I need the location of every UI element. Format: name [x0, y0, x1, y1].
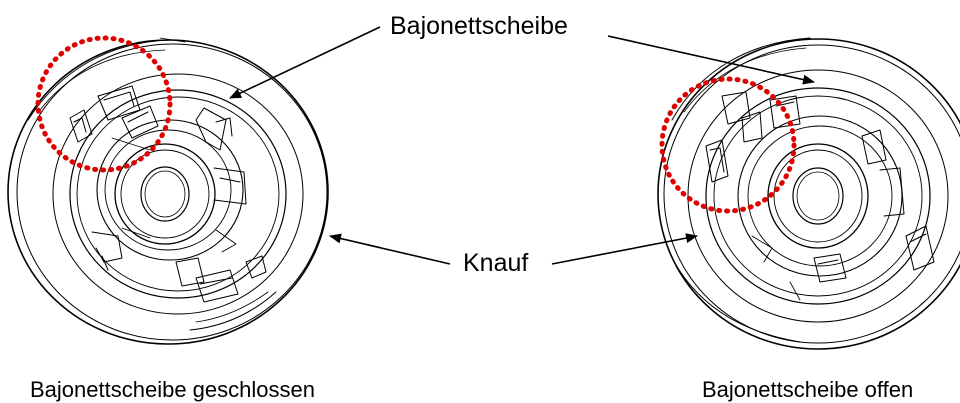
knob-label: Knauf [461, 249, 531, 277]
right-knob [657, 37, 960, 350]
knob-arrow-right [551, 233, 698, 265]
caption-closed: Bajonettscheibe geschlossen [30, 377, 315, 402]
disc-arrow-right [607, 35, 815, 85]
left-bayonet-tabs [69, 85, 267, 303]
disc-arrow-left [229, 26, 381, 99]
bayonet-disc-label: Bajonettscheibe [388, 12, 570, 40]
knob-arrow-left [329, 233, 451, 265]
caption-open: Bajonettscheibe offen [702, 377, 914, 402]
right-bayonet-disc [705, 87, 931, 305]
annotation-arrows [229, 26, 815, 265]
left-highlight-circle [35, 35, 173, 173]
left-knob [7, 37, 329, 345]
left-bayonet-disc [69, 89, 287, 299]
right-knob-drawing [657, 37, 960, 350]
right-bayonet-tabs [705, 91, 935, 301]
highlight-circles [35, 35, 797, 214]
right-highlight-circle [659, 76, 797, 214]
